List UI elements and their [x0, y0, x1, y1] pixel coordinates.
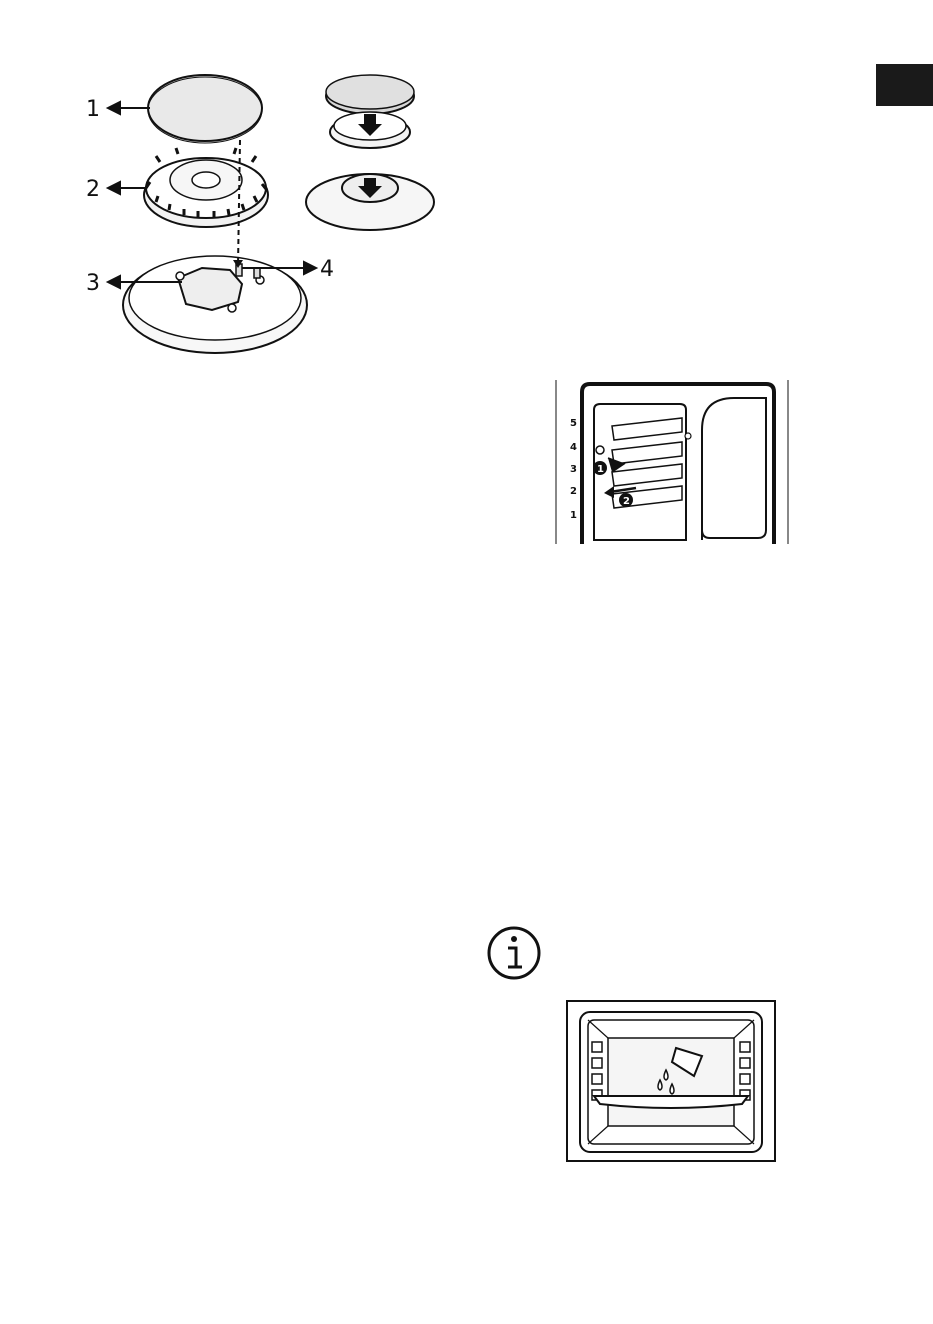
oven-interior-water-diagram [566, 1000, 776, 1162]
label-2: 2 [86, 177, 100, 202]
oven-shelf-diagram: 5 4 3 2 1 1 2 [552, 380, 792, 544]
flame-spreader [144, 148, 268, 227]
info-icon [486, 925, 542, 981]
shelf-level-2: 2 [570, 486, 577, 497]
shelf-level-4: 4 [570, 442, 577, 453]
burner-cap [148, 75, 262, 143]
shelf-level-3: 3 [570, 464, 577, 475]
shelf-level-1: 1 [570, 510, 577, 521]
label-4: 4 [320, 257, 334, 282]
label-3: 3 [86, 271, 100, 296]
burner-base [123, 256, 307, 353]
step-2-label: 2 [623, 496, 630, 507]
shelf-level-5: 5 [570, 418, 577, 429]
language-tab [876, 64, 933, 106]
label-1: 1 [86, 97, 100, 122]
step-1-label: 1 [597, 464, 604, 475]
burner-assembly-diagram [300, 74, 440, 234]
